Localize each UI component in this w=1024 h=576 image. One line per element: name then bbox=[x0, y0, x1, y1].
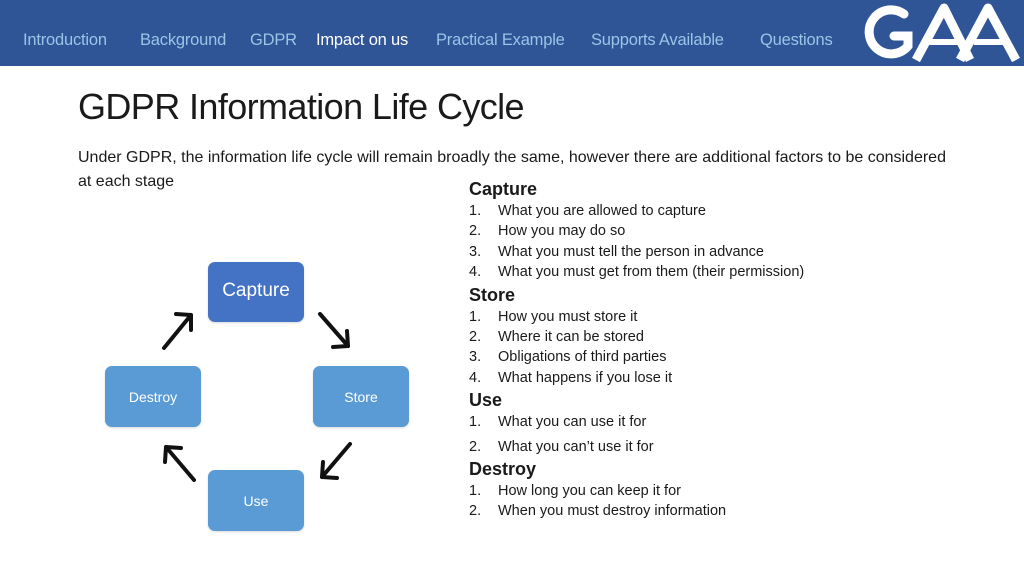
list-item: 4.What you must get from them (their per… bbox=[469, 264, 805, 281]
arrow-destroy-to-capture-icon bbox=[162, 312, 193, 350]
cycle-use-box[interactable]: Use bbox=[208, 470, 304, 531]
slide-title: GDPR Information Life Cycle bbox=[78, 86, 525, 127]
nav-practical-example[interactable]: Practical Example bbox=[436, 31, 565, 49]
cycle-capture-box[interactable]: Capture bbox=[208, 262, 304, 322]
list-item: 3.Obligations of third parties bbox=[469, 349, 667, 366]
arrow-use-to-destroy-icon bbox=[163, 445, 196, 482]
list-item: 2.What you can’t use it for bbox=[469, 438, 654, 455]
destroy-heading: Destroy bbox=[469, 459, 537, 480]
gaa-logo[interactable] bbox=[860, 0, 1024, 66]
arrow-capture-to-store-icon bbox=[318, 312, 350, 349]
list-item: 2.When you must destroy information bbox=[469, 503, 727, 520]
list-item: 3.What you must tell the person in advan… bbox=[469, 243, 764, 260]
list-item: 1.How long you can keep it for bbox=[469, 483, 681, 500]
list-item: 4.What happens if you lose it bbox=[469, 369, 673, 386]
nav-impact-on-us[interactable]: Impact on us bbox=[316, 31, 409, 49]
cycle-store-box[interactable]: Store bbox=[313, 366, 409, 427]
nav-introduction[interactable]: Introduction bbox=[23, 31, 107, 49]
cycle-capture-label: Capture bbox=[222, 280, 290, 301]
list-item: 1.What you can use it for bbox=[469, 414, 647, 431]
list-item: 2.Where it can be stored bbox=[469, 329, 644, 346]
store-list: 1.How you must store it 2.Where it can b… bbox=[469, 307, 989, 389]
nav-background[interactable]: Background bbox=[140, 31, 227, 49]
use-list: 1.What you can use it for 2.What you can… bbox=[469, 412, 989, 457]
destroy-list: 1.How long you can keep it for 2.When yo… bbox=[469, 481, 989, 522]
capture-list: 1.What you are allowed to capture 2.How … bbox=[469, 201, 989, 283]
list-item: 1.How you must store it bbox=[469, 308, 638, 325]
store-heading: Store bbox=[469, 284, 516, 305]
nav-gdpr[interactable]: GDPR bbox=[250, 31, 297, 49]
top-navigation-bar: Introduction Background GDPR Impact on u… bbox=[0, 0, 1024, 66]
intro-text: Under GDPR, the information life cycle w… bbox=[78, 149, 946, 190]
list-item: 1.What you are allowed to capture bbox=[469, 203, 706, 219]
use-heading: Use bbox=[469, 390, 503, 411]
cycle-use-label: Use bbox=[243, 492, 269, 509]
cycle-destroy-box[interactable]: Destroy bbox=[105, 366, 201, 427]
nav-supports-available[interactable]: Supports Available bbox=[591, 31, 724, 49]
cycle-store-label: Store bbox=[344, 388, 378, 405]
nav-questions[interactable]: Questions bbox=[760, 31, 833, 49]
list-item: 2.How you may do so bbox=[469, 223, 626, 240]
arrow-store-to-use-icon bbox=[320, 442, 352, 480]
stage-details: Capture 1.What you are allowed to captur… bbox=[469, 177, 989, 522]
capture-heading: Capture bbox=[469, 179, 538, 199]
cycle-destroy-label: Destroy bbox=[128, 388, 178, 405]
